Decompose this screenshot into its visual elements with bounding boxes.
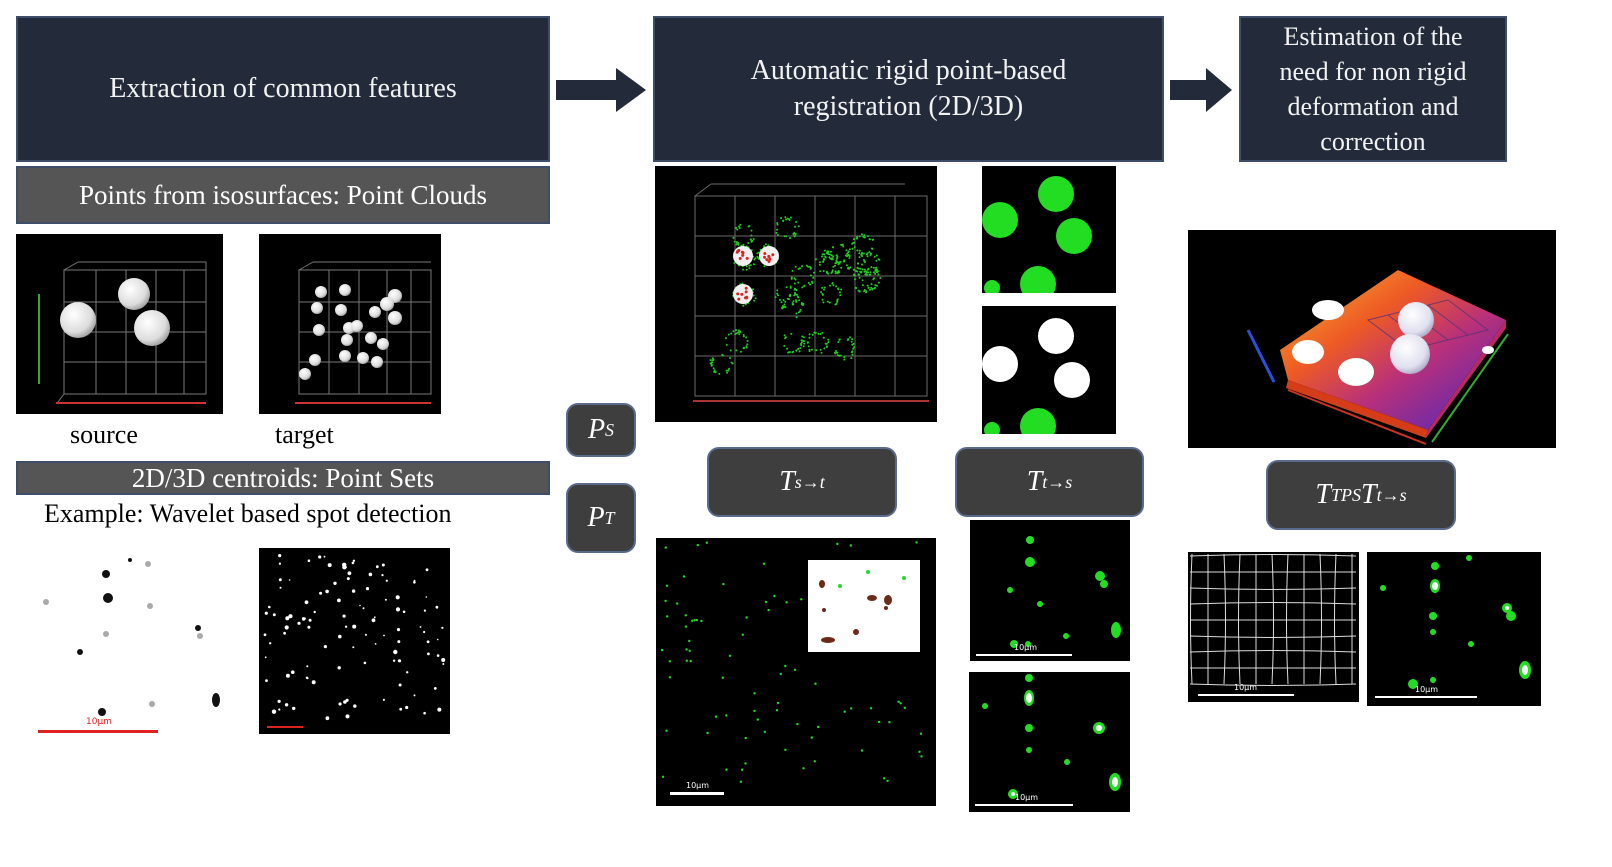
scale-bar-label: 10μm [1415, 685, 1438, 694]
registration-2d-spots-image: 10μm [656, 538, 936, 806]
pill-t-tps-sub: TPS [1330, 484, 1361, 505]
deformation-surface-image [1188, 230, 1556, 448]
label-example: Example: Wavelet based spot detection [44, 499, 452, 528]
registration-3d-image [655, 166, 937, 422]
pill-t-tps-sub2: t→s [1376, 484, 1407, 505]
header-registration: Automatic rigid point-based registration… [653, 16, 1164, 162]
pill-pt-sub: T [604, 507, 615, 528]
label-source: source [70, 420, 138, 449]
header-estimation-line1: Estimation of the [1283, 22, 1463, 51]
pill-ps-main: P [587, 414, 606, 445]
pill-t-t-to-s-main: T [1026, 466, 1043, 497]
registration-green-spots-image [982, 166, 1116, 293]
pill-ps-sub: S [605, 419, 615, 440]
header-extraction-text: Extraction of common features [109, 73, 457, 104]
header-registration-line1: Automatic rigid point-based [750, 55, 1067, 86]
pill-t-tps-main: T [1315, 479, 1331, 510]
pill-t-tps-main2: T [1361, 479, 1377, 510]
arrow-right-icon [556, 68, 646, 112]
registration-overlay-spots-image [982, 306, 1116, 434]
pill-pt-main: P [587, 502, 605, 533]
label-target: target [275, 420, 334, 449]
scale-bar-label: 10μm [1015, 793, 1038, 802]
band-point-clouds: Points from isosurfaces: Point Clouds [16, 166, 550, 224]
scale-bar-label: 10μm [1234, 683, 1257, 692]
wavelet-source-image: 10μm [22, 548, 236, 738]
wavelet-target-image [259, 548, 450, 734]
scale-bar-label: 10μm [686, 781, 709, 790]
registered-spots-image-1: 10μm [970, 520, 1130, 661]
header-extraction: Extraction of common features [16, 16, 550, 162]
pill-t-s-to-t-main: T [779, 466, 795, 497]
header-estimation-line2: need for non rigid [1279, 57, 1467, 86]
deformation-grid-image: 10μm [1188, 552, 1359, 702]
header-estimation-line4: correction [1320, 127, 1426, 156]
header-estimation: Estimation of the need for non rigid def… [1239, 16, 1507, 162]
band-point-sets-text: 2D/3D centroids: Point Sets [131, 462, 435, 493]
pill-t-t-to-s-sub: t→s [1042, 471, 1073, 492]
scale-bar-label: 10μm [1014, 643, 1037, 652]
target-point-cloud-image [259, 234, 441, 414]
band-point-clouds-text: Points from isosurfaces: Point Clouds [78, 179, 487, 210]
corrected-spots-image: 10μm [1367, 552, 1541, 706]
scale-bar-label: 10μm [86, 717, 112, 727]
header-estimation-line3: deformation and [1287, 92, 1459, 121]
registered-spots-image-2: 10μm [969, 672, 1130, 812]
arrow-right-icon [1170, 68, 1232, 112]
band-point-sets: 2D/3D centroids: Point Sets [16, 461, 550, 495]
source-point-cloud-image [16, 234, 223, 414]
pill-t-s-to-t-sub: s→t [794, 471, 825, 492]
header-registration-line2: registration (2D/3D) [793, 91, 1024, 122]
